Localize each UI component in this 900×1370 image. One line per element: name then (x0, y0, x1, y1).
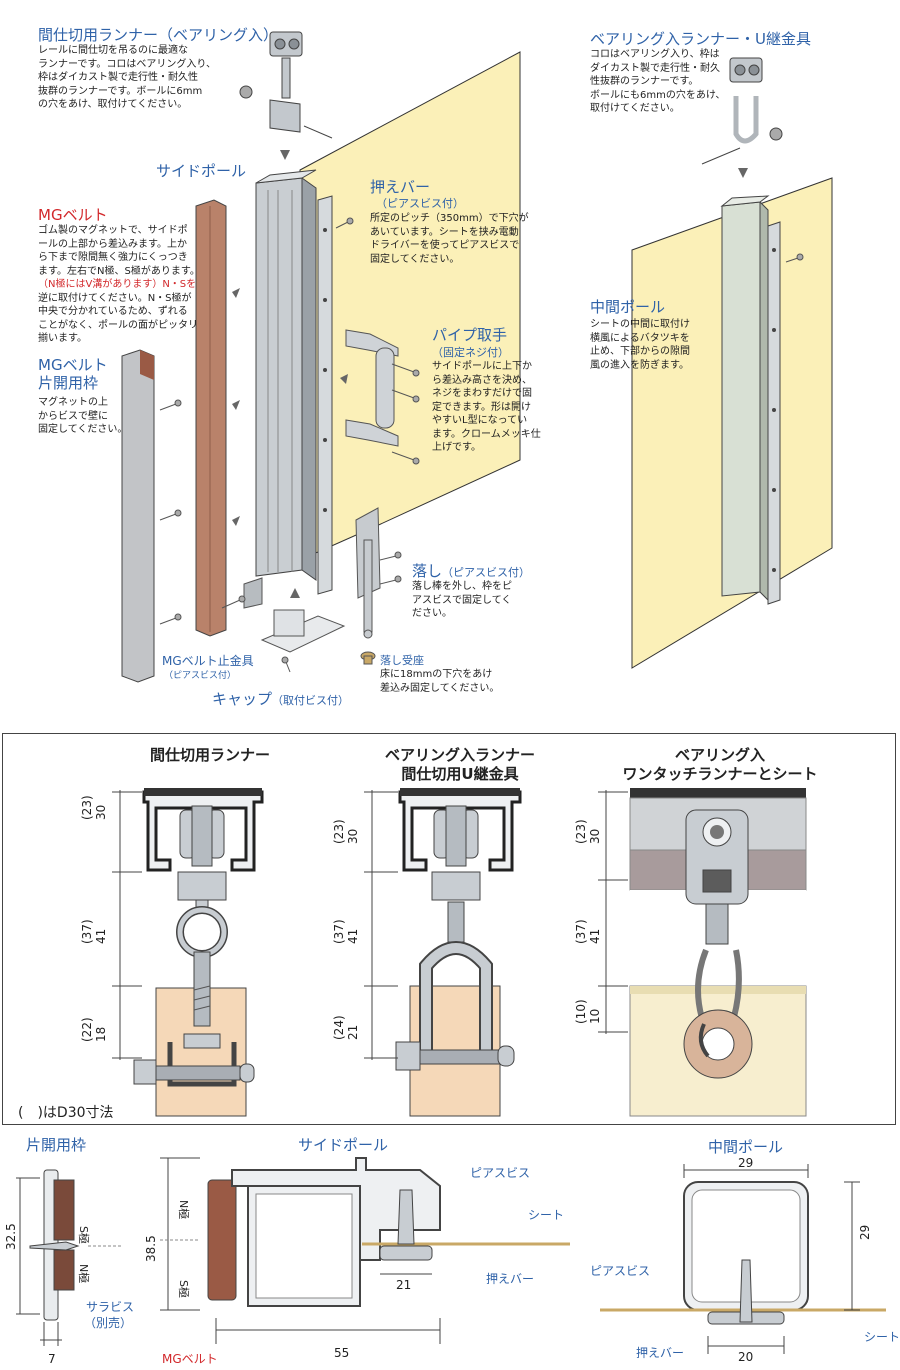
mg-stop-drawing (243, 577, 263, 609)
col3-dim-1: (23) 30 (574, 819, 602, 844)
drop-seat-drawing (360, 651, 376, 665)
pipe-handle-drawing (345, 329, 399, 447)
mg-belt-drawing (195, 199, 227, 637)
press-bar-desc: 所定のピッチ（350mm）で下穴が あいています。シートを挟み電動 ドライバーを… (370, 213, 529, 265)
drop-sub: （ピアスビス付） (442, 566, 531, 579)
col1-title: 間仕切用ランナー (149, 746, 270, 764)
side-press-label: 押えバー (486, 1272, 535, 1286)
col1-dim-2: (37) 41 (80, 919, 108, 944)
frame-n-pole: N極 (77, 1264, 90, 1284)
col2-section (364, 788, 522, 1117)
mg-belt-frame-desc: マグネットの上 からビスで壁に 固定してください。 (38, 397, 128, 435)
col1-dim-1: (23) 30 (80, 795, 108, 820)
pipe-handle-title: パイプ取手 (432, 326, 508, 344)
bottom-frame-title: 片開用枠 (26, 1136, 87, 1154)
drop-desc: 落し棒を外し、枠をピ アスビスで固定してく ださい。 (412, 581, 512, 619)
mg-belt-desc-line: ます。左右でN極、S極があります。 (38, 265, 200, 277)
drop-title-text: 落し (412, 562, 443, 580)
runner-bearing-title: 間仕切用ランナー（ベアリング入） (38, 26, 279, 44)
drop-title: 落し（ピアスビス付） (412, 562, 530, 582)
col3-dim-3: (10) 10 (574, 999, 602, 1024)
mid-press-label: 押えバー (636, 1346, 685, 1360)
side-n-pole: N極 (177, 1200, 190, 1220)
middle-pole-drawing (720, 195, 804, 605)
runner-dimension-panel (2, 733, 896, 1125)
cap-title: キャップ（取付ビス付） (212, 690, 349, 710)
side-pole-title: サイドポール (156, 162, 247, 180)
mg-belt-desc-line: （N極にはV溝があります）N・Sを (38, 279, 197, 290)
mg-belt-desc-line: ールの上部から差込みます。上か (38, 238, 187, 250)
mg-belt-desc-line: 揃います。 (38, 333, 87, 344)
mg-belt-desc-line: ことがなく、ポールの面がピッタリ (38, 319, 198, 331)
mid-dim-h: 29 (858, 1224, 872, 1240)
drop-bolt-drawing (355, 507, 381, 639)
col3-dim-2: (37) 41 (574, 919, 602, 944)
mg-belt-desc-line: ゴム製のマグネットで、サイドポ (38, 225, 188, 236)
middle-pole-section (600, 1164, 886, 1354)
frame-dim-h: 32.5 (4, 1223, 18, 1250)
frame-section (16, 1169, 122, 1346)
cap-sub: （取付ビス付） (272, 694, 350, 707)
mg-belt-desc-line: 逆に取付けてください。N・S極が (38, 292, 192, 304)
mid-dim-bar: 20 (738, 1350, 754, 1364)
mid-sheet-label: シート (864, 1330, 900, 1344)
side-dim-w: 55 (334, 1346, 350, 1360)
pipe-handle-desc: サイドポールに上下か ら差込み高さを決め、 ネジをまわすだけで固 定できます。形… (432, 361, 541, 453)
middle-pole-desc: シートの中間に取付け 横風によるバタツキを 止め、下部からの隙間 風の進入を防ぎ… (590, 319, 690, 371)
mg-belt-desc-line: ら下まで隙間無く強力にくっつき (38, 252, 188, 263)
mid-pierce-label: ピアスビス (590, 1264, 651, 1278)
col2-dim-3: (24) 21 (332, 1015, 360, 1040)
u-joint-title: ベアリング入ランナー・U継金具 (590, 30, 811, 48)
mg-belt-frame-title: MGベルト 片開用枠 (38, 356, 108, 392)
press-bar-drawing (317, 195, 333, 595)
u-joint-desc: コロはベアリング入り、枠は ダイカスト製で走行性・耐久 性抜群のランナーです。 … (590, 49, 726, 114)
mg-stop-sub: （ピアスビス付） (164, 671, 237, 681)
runner-bearing-desc: レールに間仕切を吊るのに最適な ランナーです。コロはベアリング入り、 枠はダイカ… (38, 45, 216, 110)
mg-belt-title: MGベルト (38, 206, 108, 224)
runner-cross-sections (112, 788, 807, 1117)
frame-s-pole: S極 (77, 1226, 90, 1244)
bottom-middle-pole-title: 中間ポール (708, 1138, 784, 1156)
frame-screw-sub: （別売） (84, 1316, 133, 1330)
press-bar-title: 押えバー (370, 178, 431, 196)
exploded-illustration (121, 31, 833, 683)
side-sheet-label: シート (528, 1208, 565, 1222)
side-pole-section (160, 1157, 570, 1344)
d30-note: ( )はD30寸法 (18, 1105, 114, 1121)
col3-section (598, 788, 807, 1117)
drop-seat-desc: 床に18mmの下穴をあけ 差込み固定してください。 (380, 669, 500, 694)
mg-belt-desc-line: 中央で分かれているため、ずれる (38, 306, 188, 317)
u-joint-drawing (701, 57, 783, 165)
mid-dim-top: 29 (738, 1156, 754, 1170)
mg-belt-desc: ゴム製のマグネットで、サイドポ ールの上部から差込みます。上か ら下まで隙間無く… (38, 224, 218, 346)
col3-title: ベアリング入 ワンタッチランナーとシート (622, 746, 818, 783)
cap-title-text: キャップ (212, 690, 273, 708)
mg-stop-title: MGベルト止金具 (162, 654, 254, 668)
col2-dim-2: (37) 41 (332, 919, 360, 944)
col1-section (112, 788, 264, 1117)
side-dim-bar: 21 (396, 1278, 412, 1292)
runner-top-drawing (239, 31, 333, 139)
col2-dim-1: (23) 30 (332, 819, 360, 844)
drop-seat-title: 落し受座 (380, 654, 424, 667)
frame-dim-w: 7 (48, 1352, 56, 1366)
frame-screw: サラビス (86, 1300, 135, 1314)
pipe-handle-sub: （固定ネジ付） (432, 346, 509, 359)
side-pierce-label: ピアスビス (470, 1166, 531, 1180)
cross-section-drawings (16, 1157, 886, 1354)
side-mg-label: MGベルト (162, 1352, 218, 1366)
col1-dim-3: (22) 18 (80, 1017, 108, 1042)
side-pole-drawing (255, 169, 317, 581)
wall-sheet-left (299, 51, 521, 561)
col2-title: ベアリング入ランナー 間仕切用U継金具 (384, 746, 535, 783)
side-dim-h: 38.5 (144, 1235, 158, 1262)
press-bar-sub: （ピアスビス付） (376, 197, 464, 210)
bottom-side-pole-title: サイドポール (298, 1136, 389, 1154)
side-s-pole: S極 (177, 1280, 190, 1298)
middle-pole-title: 中間ポール (590, 298, 666, 316)
